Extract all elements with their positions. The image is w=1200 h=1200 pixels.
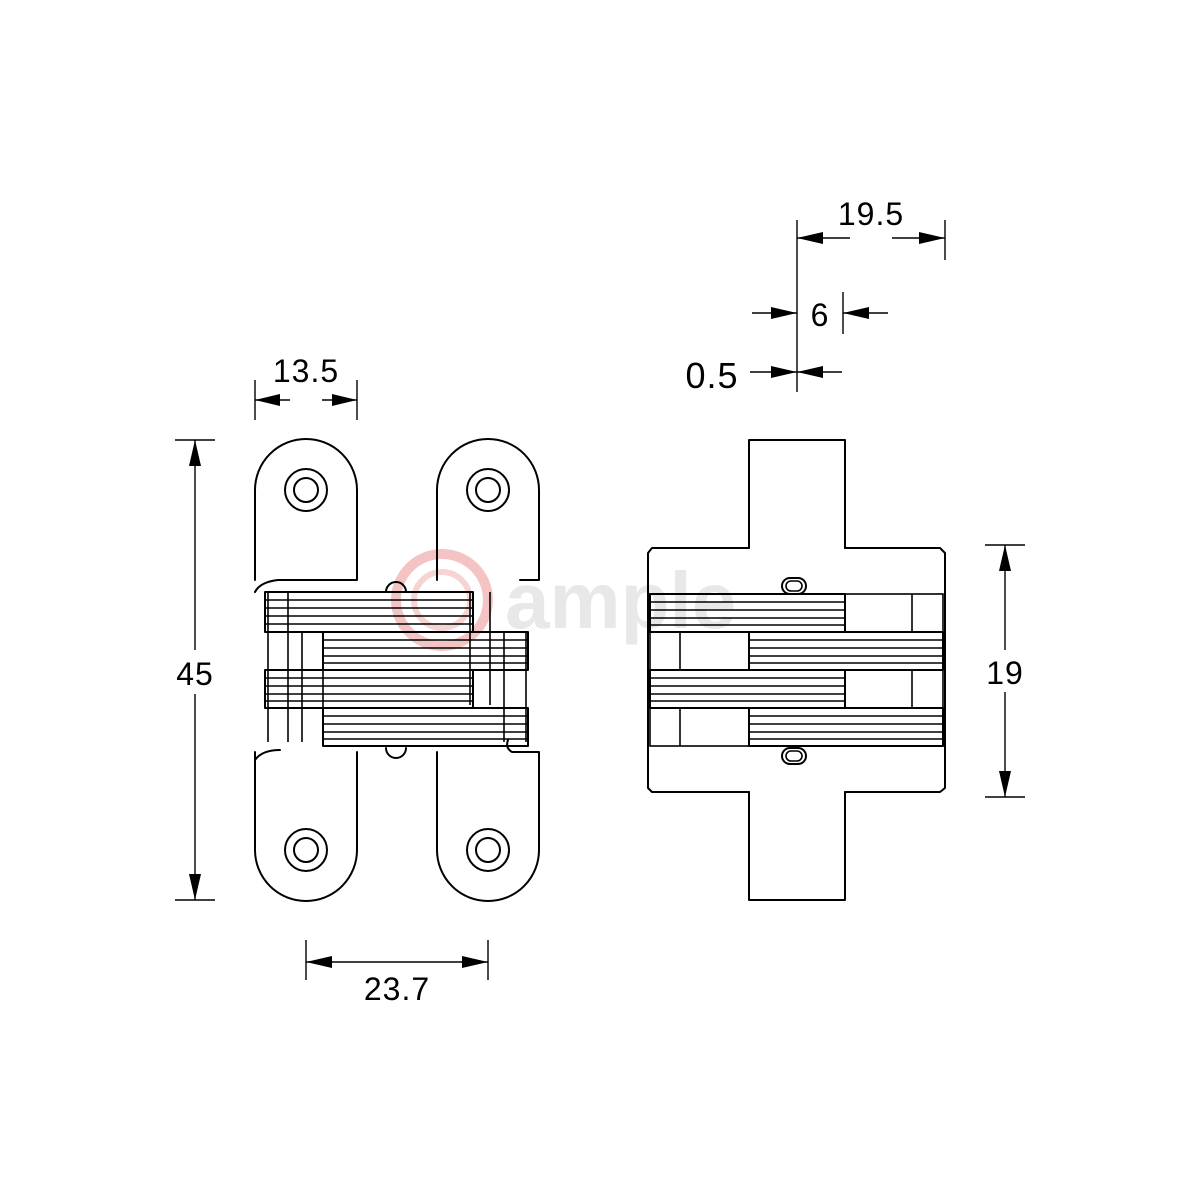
hinge-arm: [322, 707, 529, 747]
dimension-body-offset: 6: [752, 292, 888, 334]
dimension-label: 6: [811, 297, 830, 333]
dimension-label: 13.5: [273, 353, 339, 389]
screw-hole-icon: [293, 837, 319, 863]
side-arm: [748, 631, 944, 671]
dimension-label: 45: [176, 656, 214, 692]
screw-hole-icon: [475, 837, 501, 863]
dimension-label: 19: [986, 655, 1024, 691]
screw-hole-icon: [466, 828, 510, 872]
dimension-label: 0.5: [685, 355, 738, 396]
dimension-pin-width: 13.5: [254, 353, 358, 420]
screw-hole-icon: [475, 477, 501, 503]
side-body: [647, 547, 946, 793]
dimension-label: 19.5: [838, 196, 904, 232]
hinge-arm: [264, 591, 474, 633]
screw-hole-icon: [284, 828, 328, 872]
front-view: [254, 438, 540, 902]
screw-hole-icon: [284, 468, 328, 512]
hinge-arm: [264, 669, 474, 709]
side-arm: [748, 707, 944, 747]
slot-icon: [781, 747, 807, 765]
side-arm: [649, 669, 846, 709]
screw-hole-icon: [466, 468, 510, 512]
dimension-label: 23.7: [364, 971, 430, 1007]
leaf-bottom-right: [436, 739, 540, 902]
side-leaf: [748, 439, 846, 549]
screw-hole-icon: [293, 477, 319, 503]
leaf-bottom-left: [254, 749, 358, 902]
dimension-body-height: 19: [980, 544, 1032, 798]
leaf-top-right: [436, 438, 540, 581]
dimension-width-open: 23.7: [305, 940, 489, 1007]
dimension-gap: 0.5: [685, 355, 842, 396]
leaf-top-left: [254, 438, 358, 593]
side-arm: [649, 593, 846, 633]
watermark-text: ample: [505, 556, 736, 645]
watermark: ample: [391, 549, 736, 651]
side-view: [647, 439, 946, 901]
dimension-height: 45: [168, 439, 222, 901]
dimension-depth: 19.5: [796, 196, 946, 392]
